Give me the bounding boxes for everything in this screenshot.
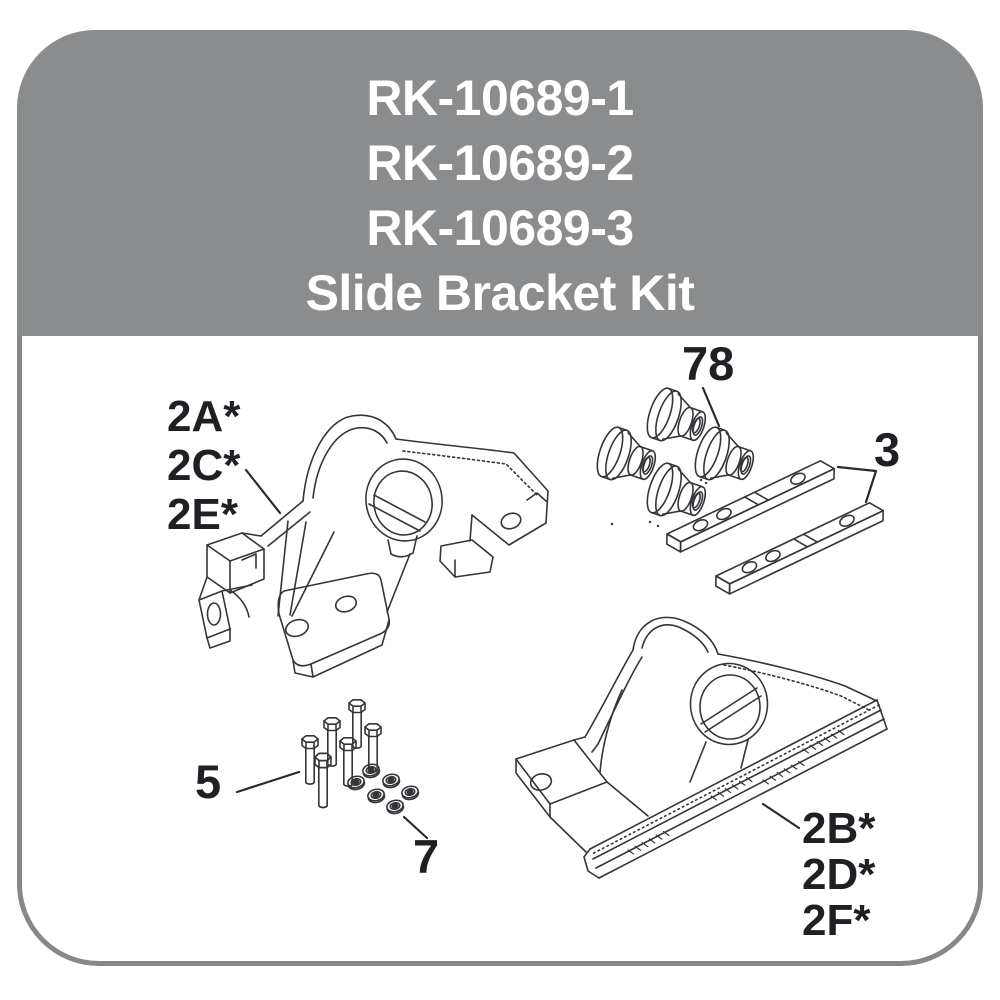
callout-upper-bracket-line-3: 2E* [167,490,238,539]
leader-bolts [235,770,301,794]
lower-bracket-drawing [515,616,888,879]
callout-bolts: 5 [195,755,222,808]
leader-lines [235,386,878,840]
part-number-3: RK-10689-3 [366,200,634,256]
nuts-drawing [346,762,421,816]
callout-upper-bracket-line-1: 2A* [167,392,241,441]
callout-bushings: 78 [682,337,735,390]
leader-slide-plates [836,465,878,504]
callout-nuts: 7 [413,830,440,883]
bolts-drawing [301,698,382,809]
bushings-drawing [591,384,761,529]
slide-plates-drawing [662,456,888,599]
callout-lower-bracket-line-1: 2B* [802,804,876,853]
callout-upper-bracket: 2A* 2C* 2E* [167,392,240,539]
callout-upper-bracket-line-2: 2C* [167,441,241,490]
stipple-dots [610,478,708,528]
leader-bushings [701,386,721,428]
part-number-1: RK-10689-1 [366,70,634,126]
callout-lower-bracket: 2B* 2D* 2F* [802,806,875,944]
part-number-2: RK-10689-2 [366,135,634,191]
leader-nuts [402,815,429,840]
callout-slide-plates: 3 [874,423,901,476]
callout-lower-bracket-line-3: 2F* [802,896,871,945]
upper-bracket-drawing [198,414,549,678]
kit-name: Slide Bracket Kit [305,265,695,321]
title-text: RK-10689-1 RK-10689-2 RK-10689-3 Slide B… [17,66,983,326]
leader-lower-bracket [761,802,801,830]
callout-lower-bracket-line-2: 2D* [802,850,876,899]
title-block: RK-10689-1 RK-10689-2 RK-10689-3 Slide B… [17,30,983,336]
leader-upper-bracket [244,468,282,515]
